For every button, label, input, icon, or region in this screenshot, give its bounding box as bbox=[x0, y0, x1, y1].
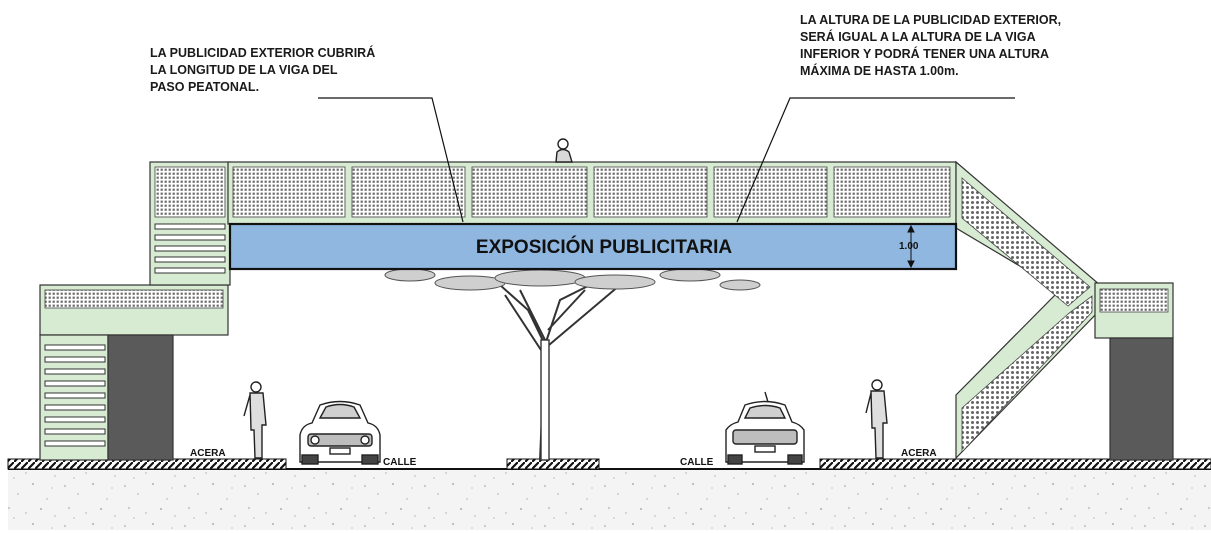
median bbox=[506, 458, 600, 470]
left-stair-tower bbox=[39, 161, 231, 461]
car-right bbox=[725, 391, 805, 465]
left-annotation-line: LA LONGITUD DE LA VIGA DEL bbox=[150, 63, 338, 77]
calle-left-label: CALLE bbox=[383, 457, 417, 468]
pedestrian-right bbox=[865, 379, 888, 459]
soil bbox=[8, 470, 1211, 530]
left-annotation: LA PUBLICIDAD EXTERIOR CUBRIRÁ LA LONGIT… bbox=[150, 45, 432, 96]
leader-lines bbox=[318, 97, 1015, 223]
left-column bbox=[107, 334, 174, 461]
banner-panel bbox=[228, 222, 958, 271]
left-annotation-line: PASO PEATONAL. bbox=[150, 80, 260, 94]
height-dimension-label: 1.00 bbox=[899, 241, 919, 252]
right-column bbox=[1109, 337, 1174, 461]
car-left bbox=[299, 400, 381, 465]
left-annotation-line: LA PUBLICIDAD EXTERIOR CUBRIRÁ bbox=[150, 46, 376, 60]
left-leader-line bbox=[318, 97, 464, 223]
advertising-banner: EXPOSICIÓN PUBLICITARIA 1.00 bbox=[228, 222, 958, 271]
sidewalk-right bbox=[819, 458, 1211, 470]
right-ramp bbox=[955, 160, 1174, 461]
calle-right-label: CALLE bbox=[680, 457, 714, 468]
left-upper-steps bbox=[154, 223, 226, 274]
banner-text: EXPOSICIÓN PUBLICITARIA bbox=[476, 236, 732, 258]
pedestrian-left bbox=[243, 381, 267, 459]
right-annotation-line: INFERIOR Y PODRÁ TENER UNA ALTURA bbox=[800, 47, 1050, 61]
acera-left-label: ACERA bbox=[190, 448, 226, 459]
height-dimension bbox=[907, 224, 915, 269]
right-leader-line bbox=[736, 97, 1015, 223]
person-on-bridge bbox=[555, 138, 573, 163]
tree bbox=[384, 268, 761, 461]
acera-right-label: ACERA bbox=[901, 448, 937, 459]
left-lower-steps bbox=[44, 344, 106, 447]
right-annotation-line: MÁXIMA DE HASTA 1.00m. bbox=[800, 64, 959, 78]
right-annotation-line: LA ALTURA DE LA PUBLICIDAD EXTERIOR, bbox=[800, 13, 1062, 27]
right-annotation-line: SERÁ IGUAL A LA ALTURA DE LA VIGA bbox=[800, 30, 1036, 44]
right-annotation: LA ALTURA DE LA PUBLICIDAD EXTERIOR, SER… bbox=[800, 12, 1158, 80]
bridge-railing bbox=[227, 161, 957, 225]
ground bbox=[7, 458, 1211, 530]
